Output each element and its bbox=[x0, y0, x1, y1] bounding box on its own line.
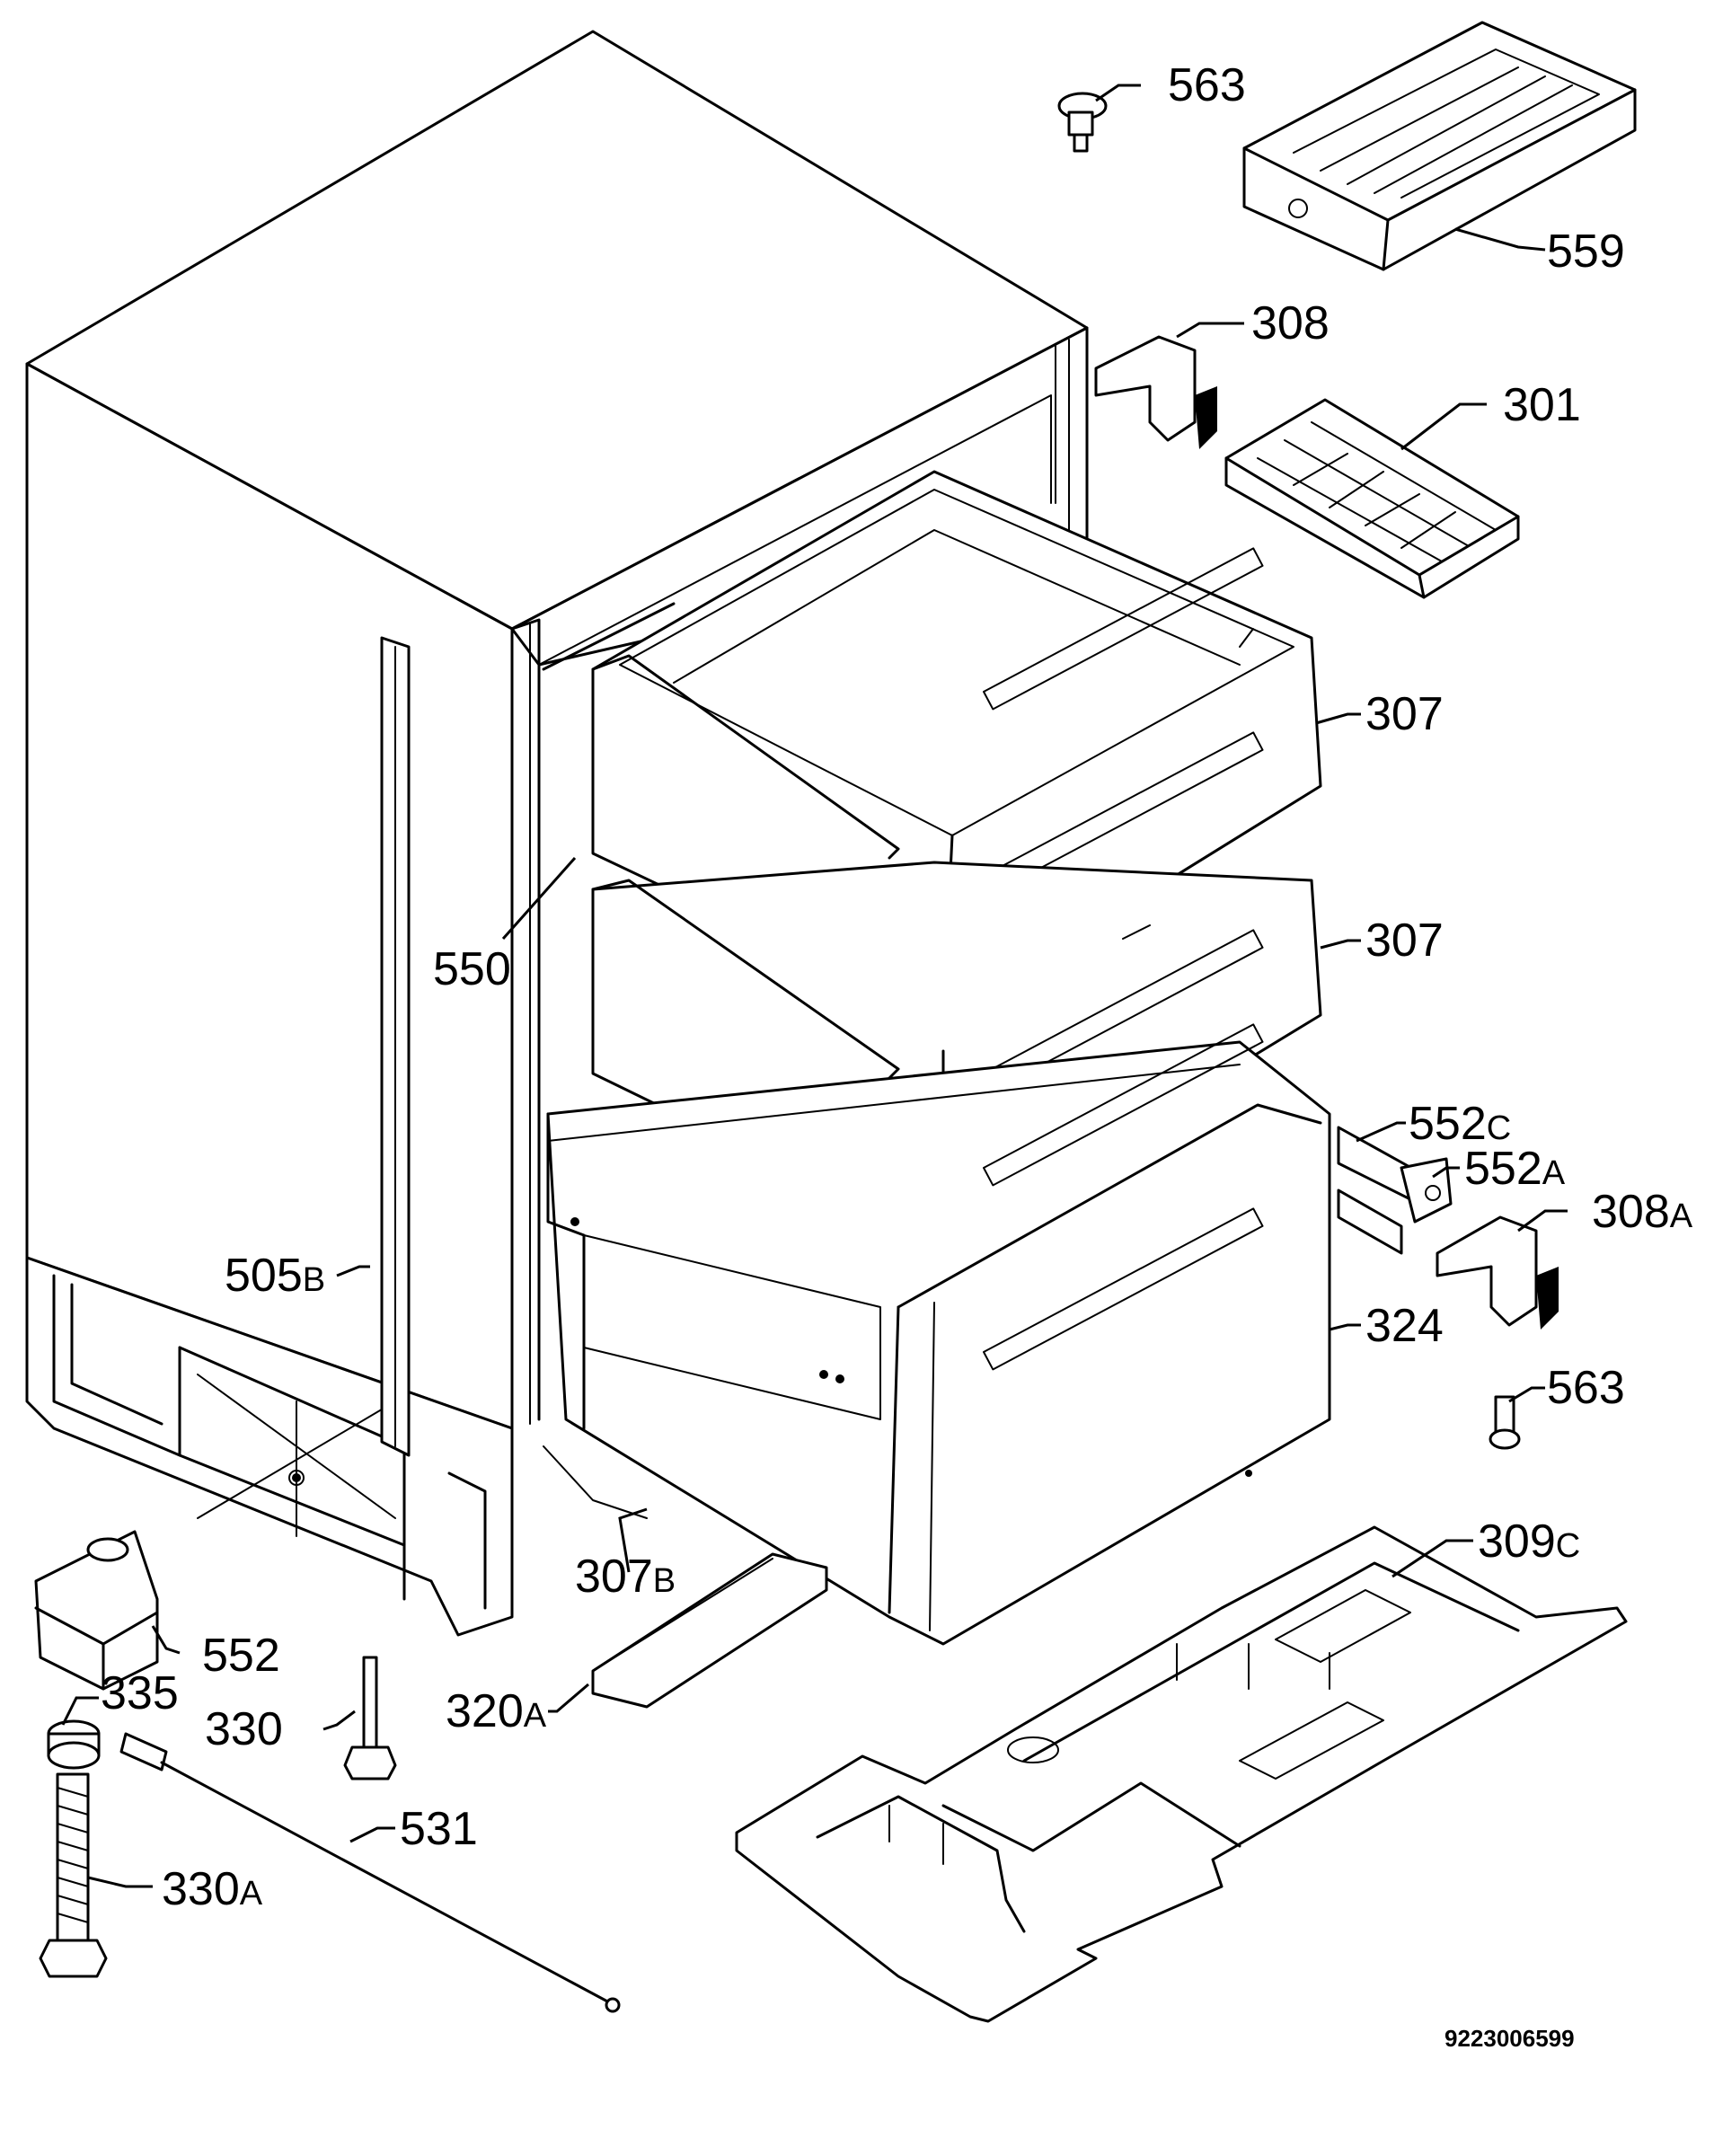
callout-550: 550 bbox=[433, 943, 511, 995]
adjuster-bolt-330a bbox=[39, 1772, 108, 1978]
callout-307-lower: 307 bbox=[1365, 915, 1444, 967]
hinge-308a bbox=[1436, 1215, 1559, 1330]
foot-screw-330 bbox=[343, 1656, 397, 1780]
bracket-552 bbox=[34, 1530, 159, 1691]
plug-563-mid bbox=[1489, 1395, 1521, 1450]
callout-308: 308 bbox=[1251, 297, 1330, 349]
rail-552c bbox=[1337, 1126, 1421, 1255]
callout-324: 324 bbox=[1365, 1300, 1444, 1352]
callout-531: 531 bbox=[400, 1803, 478, 1855]
callout-552a: 552A bbox=[1464, 1143, 1566, 1195]
callout-552c: 552C bbox=[1409, 1098, 1511, 1150]
door-seal-strip bbox=[380, 636, 411, 1457]
callout-308a: 308A bbox=[1592, 1186, 1693, 1238]
kickplate-320a bbox=[591, 1552, 828, 1709]
callout-552: 552 bbox=[202, 1630, 280, 1682]
callout-563-mid: 563 bbox=[1547, 1362, 1625, 1414]
callout-505b: 505B bbox=[225, 1250, 325, 1302]
inner-liner bbox=[542, 602, 676, 1519]
cabinet-body bbox=[25, 30, 1089, 1637]
callout-301: 301 bbox=[1503, 379, 1581, 431]
bottom-drawer bbox=[546, 1023, 1331, 1646]
callout-309c: 309C bbox=[1478, 1515, 1580, 1568]
callout-330a: 330A bbox=[162, 1863, 263, 1915]
ice-cube-tray-cover bbox=[1242, 21, 1637, 271]
plug-563-top bbox=[1057, 92, 1108, 153]
callout-335: 335 bbox=[101, 1667, 179, 1719]
ice-cube-tray bbox=[1224, 398, 1520, 599]
gear-335 bbox=[47, 1719, 101, 1770]
hinge-308 bbox=[1094, 335, 1217, 449]
callout-563-top: 563 bbox=[1168, 59, 1246, 111]
document-number: 9223006599 bbox=[1445, 2025, 1575, 2052]
callout-307b: 307B bbox=[575, 1551, 676, 1603]
callout-320a: 320A bbox=[446, 1685, 547, 1737]
callout-559: 559 bbox=[1547, 225, 1625, 278]
callout-330: 330 bbox=[205, 1703, 283, 1755]
callout-307-upper: 307 bbox=[1365, 688, 1444, 740]
leader-lines bbox=[61, 84, 1568, 1888]
base-cover-plate bbox=[735, 1525, 1628, 2023]
rod-531 bbox=[119, 1732, 621, 2013]
